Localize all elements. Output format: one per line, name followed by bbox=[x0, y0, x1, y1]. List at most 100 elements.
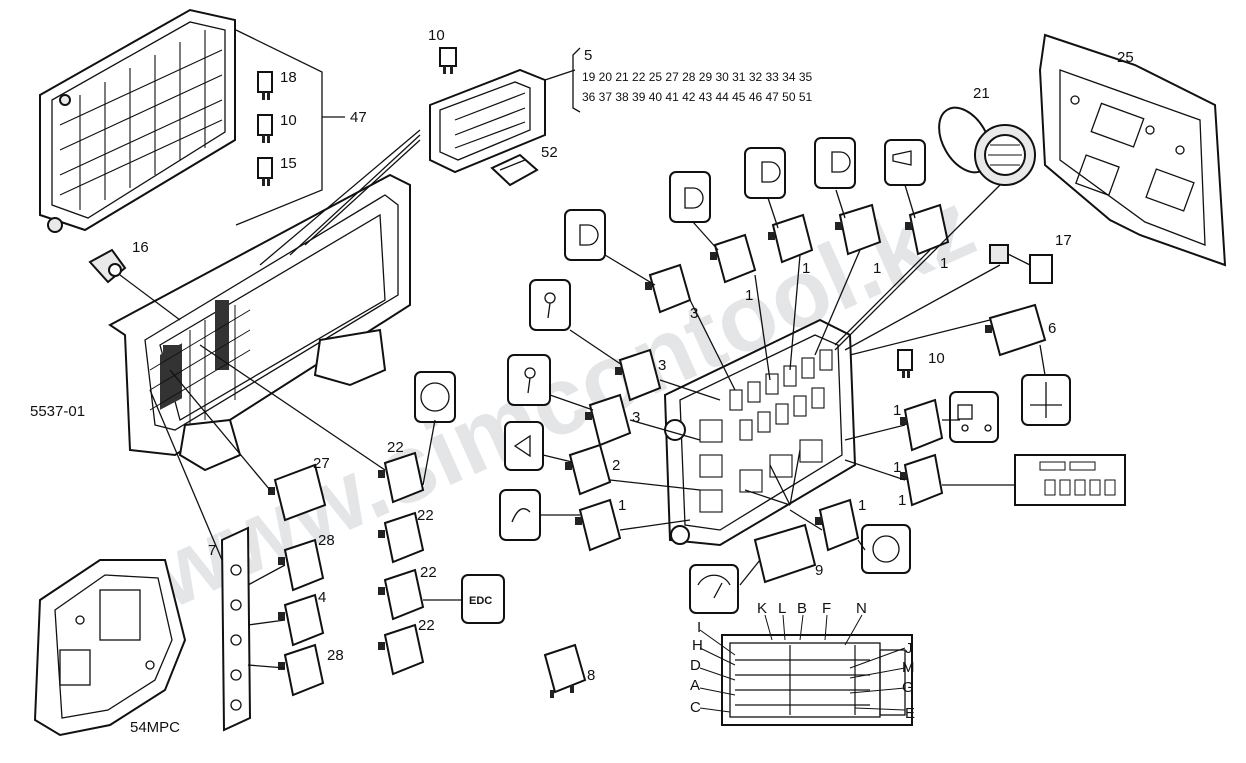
label-22-c: 22 bbox=[420, 564, 437, 581]
label-28-top: 28 bbox=[318, 532, 335, 549]
letter-C: C bbox=[690, 699, 701, 716]
relay-22d bbox=[378, 623, 425, 676]
edc-box: EDC bbox=[461, 574, 505, 624]
part-labels: 10 18 10 15 47 52 16 21 25 17 6 10 27 7 … bbox=[30, 27, 1134, 736]
fuse-10-right bbox=[897, 349, 913, 378]
label-1-a: 1 bbox=[618, 497, 626, 514]
fuse-18 bbox=[257, 71, 273, 100]
letter-B: B bbox=[797, 600, 807, 617]
symbol-box-wiper bbox=[499, 489, 541, 541]
label-15: 15 bbox=[280, 155, 297, 172]
relay-22c bbox=[378, 568, 425, 621]
fuse-carrier-frame bbox=[108, 173, 411, 472]
relay-9 bbox=[753, 523, 817, 584]
label-21: 21 bbox=[973, 85, 990, 102]
fuse-strip-7 bbox=[220, 526, 252, 732]
fuse-15 bbox=[257, 157, 273, 186]
symbol-box-highbeam bbox=[744, 147, 786, 199]
fuse-list-line-3: 36 37 38 39 40 41 42 43 44 45 46 47 50 5… bbox=[582, 90, 813, 104]
label-18: 18 bbox=[280, 69, 297, 86]
relay-28a bbox=[278, 538, 325, 592]
label-9: 9 bbox=[815, 562, 823, 579]
relay bbox=[615, 348, 662, 402]
fuse-list-line-2: 19 20 21 22 25 27 28 29 30 31 32 33 34 3… bbox=[582, 70, 813, 84]
edc-label: EDC bbox=[469, 595, 492, 607]
relay bbox=[768, 213, 814, 264]
relay bbox=[900, 398, 944, 452]
fuse-module bbox=[429, 68, 546, 174]
label-1-e: 1 bbox=[940, 255, 948, 272]
label-2: 2 bbox=[612, 457, 620, 474]
relay bbox=[900, 453, 944, 507]
letter-M: M bbox=[902, 659, 915, 676]
mounting-plate-mpc bbox=[33, 559, 187, 737]
label-4: 4 bbox=[318, 589, 326, 606]
label-28-bottom: 28 bbox=[327, 647, 344, 664]
label-10-mid: 10 bbox=[280, 112, 297, 129]
plug-16 bbox=[88, 248, 127, 284]
symbol-box-gauge bbox=[689, 564, 739, 614]
label-3-b: 3 bbox=[658, 357, 666, 374]
symbol-box-horn bbox=[884, 139, 926, 186]
relay bbox=[815, 498, 860, 552]
label-16: 16 bbox=[132, 239, 149, 256]
fuse-10-top bbox=[439, 47, 457, 74]
relay-22b bbox=[378, 511, 425, 564]
connector-17 bbox=[989, 244, 1053, 284]
label-22-a: 22 bbox=[387, 439, 404, 456]
label-10-right: 10 bbox=[928, 350, 945, 367]
relay bbox=[575, 498, 622, 552]
label-8: 8 bbox=[587, 667, 595, 684]
relay-6 bbox=[985, 303, 1047, 357]
symbol-box-headlight bbox=[564, 209, 606, 261]
relay bbox=[835, 203, 882, 256]
symbol-box-foglight bbox=[814, 137, 856, 189]
symbol-box-axle bbox=[1021, 374, 1071, 426]
leader-lines bbox=[149, 184, 1046, 601]
label-7: 7 bbox=[208, 542, 216, 559]
label-47: 47 bbox=[350, 109, 367, 126]
label-3-a: 3 bbox=[690, 305, 698, 322]
relay-28b bbox=[278, 643, 325, 697]
letter-G: G bbox=[902, 679, 914, 696]
label-1-g: 1 bbox=[893, 459, 901, 476]
relay-8 bbox=[543, 643, 587, 698]
label-1-i: 1 bbox=[858, 497, 866, 514]
symbol-box-trailer bbox=[949, 391, 999, 443]
letter-H: H bbox=[692, 637, 703, 654]
label-1-b: 1 bbox=[745, 287, 753, 304]
relay bbox=[585, 393, 632, 447]
symbol-box-lowbeam bbox=[669, 171, 711, 223]
label-1-h: 1 bbox=[898, 492, 906, 509]
label-22-d: 22 bbox=[418, 617, 435, 634]
fuse-list-line-1: 5 bbox=[584, 47, 592, 64]
label-1-d: 1 bbox=[873, 260, 881, 277]
connector-block bbox=[721, 634, 913, 726]
letter-F: F bbox=[822, 600, 831, 617]
label-25: 25 bbox=[1117, 49, 1134, 66]
relay bbox=[565, 443, 612, 496]
central-electrical-box bbox=[663, 318, 857, 547]
label-6: 6 bbox=[1048, 320, 1056, 337]
label-27: 27 bbox=[313, 455, 330, 472]
label-3-c: 3 bbox=[632, 409, 640, 426]
switch-panel bbox=[1014, 454, 1126, 506]
clip-52 bbox=[490, 153, 539, 187]
mounting-panel-25 bbox=[1038, 33, 1227, 267]
letter-N: N bbox=[856, 600, 867, 617]
letter-E: E bbox=[905, 705, 915, 722]
letter-D: D bbox=[690, 657, 701, 674]
symbol-box-round bbox=[414, 371, 456, 423]
label-1-c: 1 bbox=[802, 260, 810, 277]
relay-22a bbox=[378, 451, 425, 504]
label-52: 52 bbox=[541, 144, 558, 161]
letter-L: L bbox=[778, 600, 786, 617]
fuse-panel-top-left bbox=[39, 8, 236, 233]
symbol-box-indicator bbox=[504, 421, 544, 471]
label-1-f: 1 bbox=[893, 402, 901, 419]
relay bbox=[905, 203, 950, 256]
letter-J: J bbox=[905, 640, 913, 657]
symbol-box-key bbox=[529, 279, 571, 331]
symbol-box-key2 bbox=[507, 354, 551, 406]
